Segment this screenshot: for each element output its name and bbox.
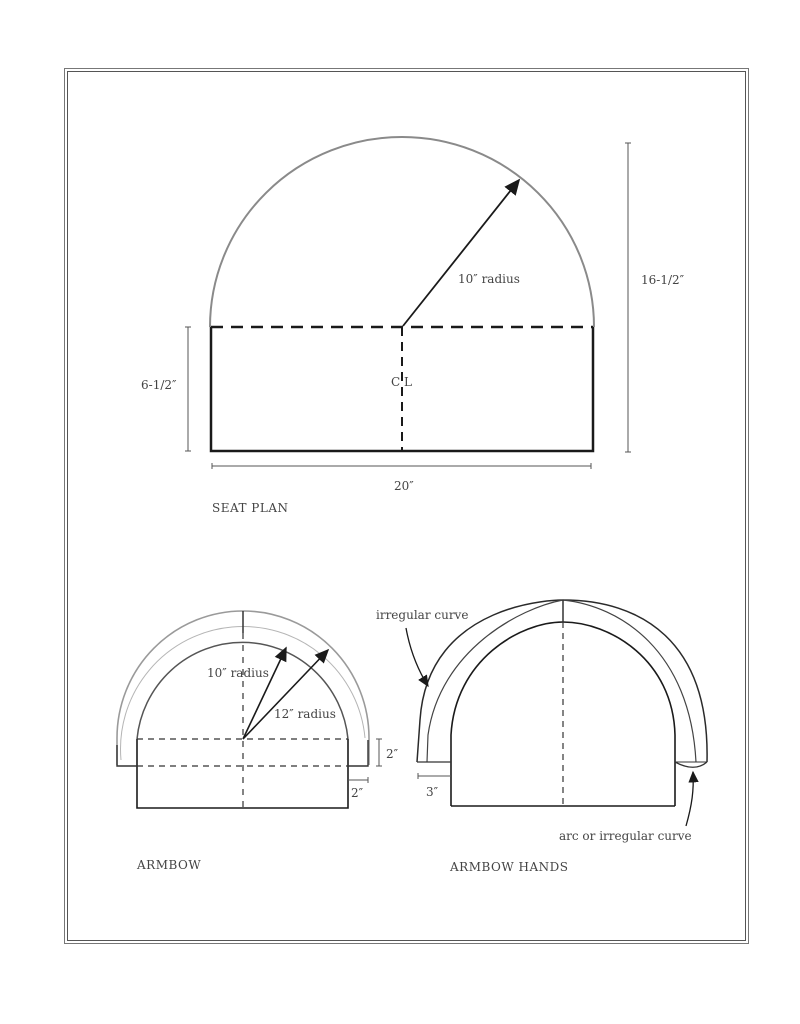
seat-radius-label: 10″ radius: [458, 272, 520, 286]
armbow-hands-title: ARMBOW HANDS: [449, 860, 569, 874]
radius-arrow: [402, 178, 521, 327]
page-frame: [67, 71, 746, 941]
seat-plan: 10″ radius C L 16-1/2″ 6-1/2″ 20″ SEAT P…: [141, 136, 685, 515]
hands-offset-label: 3″: [426, 785, 439, 799]
centerline-label: C L: [391, 375, 412, 389]
height-total-label: 16-1/2″: [641, 273, 685, 287]
hands-outer-arc: [416, 599, 708, 763]
height-rect-label: 6-1/2″: [141, 378, 177, 392]
armbow-outer-radius-label: 12″ radius: [274, 707, 336, 721]
armbow-inner-arc: [136, 641, 349, 740]
irregular-curve-label: irregular curve: [376, 608, 468, 622]
armbow-hands: irregular curve arc or irregular curve 3…: [376, 599, 708, 874]
armbow: 10″ radius 12″ radius 2″ 2″ ARMBOW: [116, 610, 399, 872]
armbow-step-height-label: 2″: [386, 747, 399, 761]
seat-plan-title: SEAT PLAN: [212, 501, 289, 515]
seat-arc: [209, 136, 595, 328]
armbow-title: ARMBOW: [136, 858, 201, 872]
armbow-offset-label: 2″: [351, 786, 364, 800]
arc-label: arc or irregular curve: [559, 829, 692, 843]
width-label: 20″: [394, 479, 414, 493]
armbow-rect: [136, 739, 349, 809]
armbow-inner-radius-label: 10″ radius: [207, 666, 269, 680]
